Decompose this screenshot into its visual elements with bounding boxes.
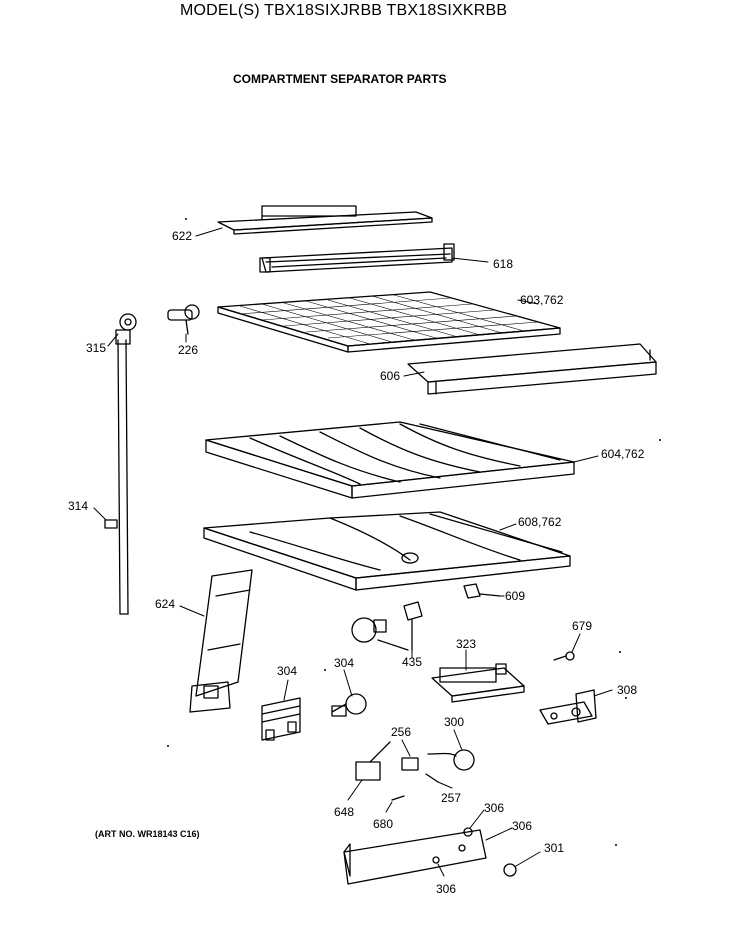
part-624-cover	[189, 569, 253, 713]
callout-315: 315	[86, 341, 106, 355]
part-604-separator	[205, 421, 575, 499]
callout-622: 622	[172, 229, 192, 243]
part-304-box	[261, 697, 301, 741]
callout-314: 314	[68, 499, 88, 513]
part-306-bracket	[343, 827, 487, 885]
section-title: COMPARTMENT SEPARATOR PARTS	[233, 72, 447, 86]
callout-648: 648	[334, 805, 354, 819]
callout-435: 435	[402, 655, 422, 669]
part-603-shelf	[217, 291, 561, 353]
callout-301: 301	[544, 841, 564, 855]
part-226-bushing	[167, 304, 200, 335]
callout-323: 323	[456, 637, 476, 651]
part-609-clip	[463, 583, 501, 599]
part-608-separator	[203, 511, 571, 591]
part-308-bracket	[539, 689, 597, 725]
art-number: (ART NO. WR18143 C16)	[95, 829, 200, 839]
part-679-screw	[553, 651, 575, 661]
part-300-control	[427, 749, 475, 771]
part-315-rod	[104, 313, 137, 615]
part-618-rail	[259, 243, 455, 273]
callout-679: 679	[572, 619, 592, 633]
part-301-nut	[503, 863, 517, 877]
callout-680: 680	[373, 817, 393, 831]
callout-257: 257	[441, 791, 461, 805]
callout-624: 624	[155, 597, 175, 611]
callout-300: 300	[444, 715, 464, 729]
stray-marks	[167, 218, 661, 846]
callout-226: 226	[178, 343, 198, 357]
part-680-screw	[391, 795, 405, 801]
callout-306-right: 306	[512, 819, 532, 833]
part-256-switch	[401, 757, 419, 771]
leader-lines	[93, 227, 613, 877]
callout-608: 608,762	[518, 515, 562, 529]
part-323-housing	[431, 663, 525, 703]
part-435-lamp	[351, 601, 423, 651]
callout-609: 609	[505, 589, 525, 603]
part-622-cover	[217, 205, 433, 235]
callout-labels: 622 618 603,762 315 226 606 604,762 314 …	[68, 229, 645, 896]
callout-604: 604,762	[601, 447, 645, 461]
part-304-knob	[331, 693, 367, 717]
part-257-wire	[425, 773, 439, 783]
callout-306-top: 306	[484, 801, 504, 815]
callout-256: 256	[391, 725, 411, 739]
callout-304-left: 304	[277, 664, 297, 678]
page-title: MODEL(S) TBX18SIXJRBB TBX18SIXKRBB	[180, 2, 508, 19]
callout-606: 606	[380, 369, 400, 383]
part-606-channel	[407, 343, 657, 395]
callout-304-right: 304	[334, 656, 354, 670]
part-648-switch	[355, 741, 391, 781]
callout-308: 308	[617, 683, 637, 697]
callout-603: 603,762	[520, 293, 564, 307]
callout-618: 618	[493, 257, 513, 271]
callout-306-bottom: 306	[436, 882, 456, 896]
